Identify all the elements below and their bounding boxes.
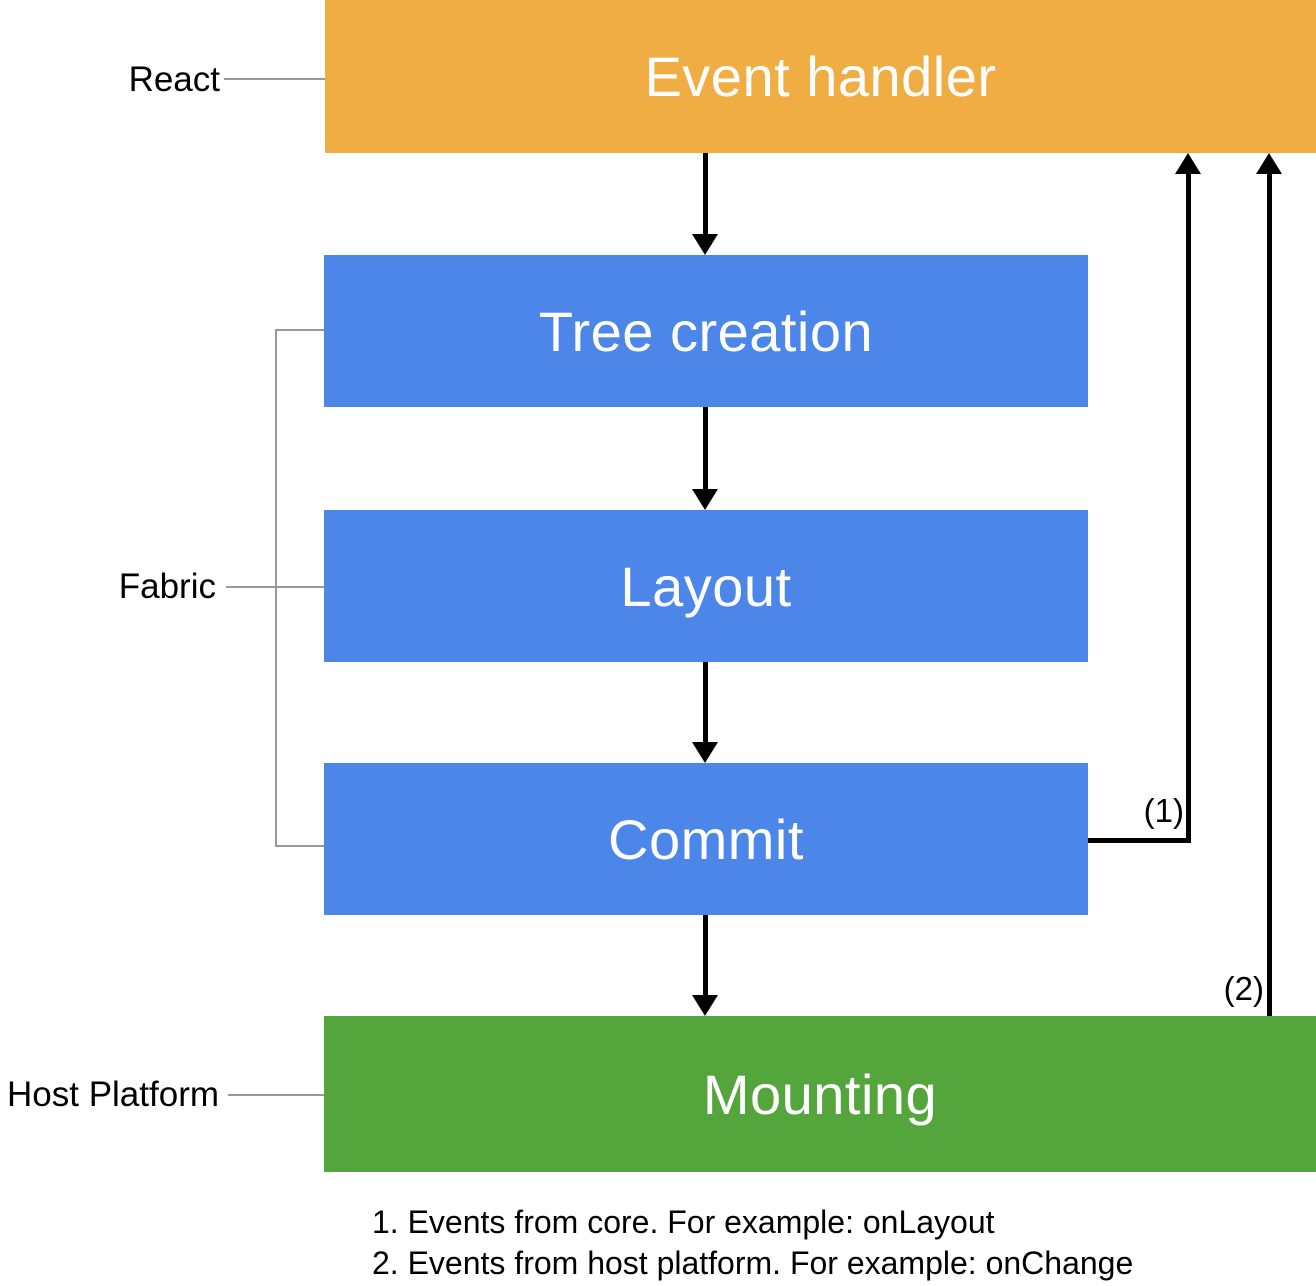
arrow-commit-to-mounting-line <box>703 915 708 996</box>
arrow-tree-creation-to-layout-head <box>692 489 718 510</box>
footnotes: 1. Events from core. For example: onLayo… <box>372 1202 1133 1284</box>
arrow-event-handler-to-tree-creation-head <box>692 234 718 255</box>
node-mounting: Mounting <box>324 1016 1316 1172</box>
lane-label-react: React <box>128 60 220 99</box>
fabric-bracket-vertical <box>275 329 277 847</box>
node-layout: Layout <box>324 510 1088 662</box>
arrow-layout-to-commit-line <box>703 662 708 743</box>
arrow-tree-creation-to-layout-line <box>703 407 708 490</box>
arrow-mounting-to-event-handler-line <box>1267 173 1272 1016</box>
node-commit-label: Commit <box>608 807 804 871</box>
arrow-mounting-to-event-handler-head <box>1256 153 1282 174</box>
arrow-event-handler-to-tree-creation-line <box>703 153 708 235</box>
footnote-1: 1. Events from core. For example: onLayo… <box>372 1204 995 1240</box>
edge-label-2: (2) <box>1223 970 1264 1007</box>
arrow-layout-to-commit-head <box>692 742 718 763</box>
connector-host-platform-line <box>228 1094 324 1096</box>
edge-label-1: (1) <box>1143 792 1184 829</box>
fabric-bracket-bottom-stub <box>275 845 324 847</box>
lane-label-host-platform: Host Platform <box>7 1075 219 1114</box>
footnote-2: 2. Events from host platform. For exampl… <box>372 1245 1134 1281</box>
node-tree-creation-label: Tree creation <box>538 299 874 363</box>
node-layout-label: Layout <box>620 554 792 618</box>
arrow-commit-to-event-handler-line <box>1186 173 1191 843</box>
node-mounting-label: Mounting <box>702 1062 938 1126</box>
fabric-bracket-top-stub <box>275 329 324 331</box>
lane-label-fabric: Fabric <box>118 567 216 606</box>
node-event-handler-label: Event handler <box>644 45 997 108</box>
arrow-commit-to-event-handler-head <box>1175 153 1201 174</box>
connector-react-line <box>224 78 325 80</box>
arrow-commit-to-mounting-head <box>692 995 718 1016</box>
node-tree-creation: Tree creation <box>324 255 1088 407</box>
node-commit: Commit <box>324 763 1088 915</box>
node-event-handler: Event handler <box>325 0 1316 153</box>
arrow-commit-to-event-handler-horizontal <box>1088 838 1191 843</box>
